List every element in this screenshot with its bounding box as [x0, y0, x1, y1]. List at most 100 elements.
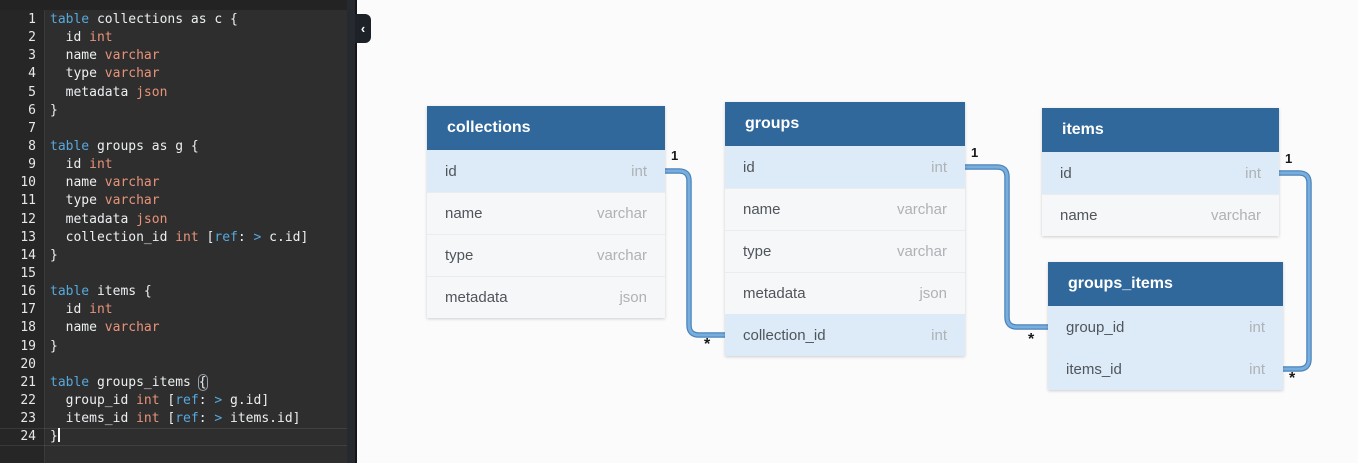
- line-number: 17: [20, 302, 36, 318]
- code-line-22[interactable]: 22 group_id int [ref: > g.id]: [0, 392, 347, 410]
- line-content: table items {: [45, 283, 152, 301]
- relationship-items.id-to-groups_items.items_id[interactable]: [1279, 171, 1311, 371]
- field-row-groups_items-group_id[interactable]: group_id int: [1048, 306, 1283, 348]
- code-token: metadata: [50, 84, 137, 100]
- code-line-4[interactable]: 4 type varchar: [0, 65, 347, 83]
- field-name: group_id: [1066, 318, 1125, 336]
- code-token: id: [50, 302, 90, 318]
- relationship-groups.id-to-groups_items.group_id[interactable]: [965, 165, 1048, 329]
- code-line-23[interactable]: 23 items_id int [ref: > items.id]: [0, 410, 347, 428]
- line-number: 9: [28, 157, 36, 173]
- code-line-12[interactable]: 12 metadata json: [0, 211, 347, 229]
- code-line-10[interactable]: 10 name varchar: [0, 174, 347, 192]
- code-token: >: [214, 411, 223, 427]
- code-line-5[interactable]: 5 metadata json: [0, 84, 347, 102]
- code-token: varchar: [104, 66, 160, 82]
- field-name: metadata: [743, 284, 806, 302]
- field-row-groups-metadata[interactable]: metadata json: [725, 272, 965, 314]
- field-name: id: [1060, 164, 1072, 182]
- code-line-14[interactable]: 14}: [0, 247, 347, 265]
- code-token: {: [198, 374, 207, 390]
- line-content: id int: [45, 156, 113, 174]
- table-header-collections[interactable]: collections: [427, 106, 665, 150]
- table-title: groups_items: [1068, 275, 1173, 292]
- table-header-items[interactable]: items: [1042, 108, 1279, 152]
- table-header-groups[interactable]: groups: [725, 102, 965, 146]
- code-line-6[interactable]: 6}: [0, 102, 347, 120]
- line-number: 15: [20, 265, 36, 281]
- code-token: varchar: [104, 175, 160, 191]
- table-header-groups_items[interactable]: groups_items: [1048, 262, 1283, 306]
- code-line-11[interactable]: 11 type varchar: [0, 192, 347, 210]
- line-number: 4: [28, 66, 36, 82]
- code-token: collection_id: [50, 229, 176, 245]
- field-row-groups-name[interactable]: name varchar: [725, 188, 965, 230]
- code-line-17[interactable]: 17 id int: [0, 301, 347, 319]
- code-token: collections as c {: [89, 12, 238, 27]
- field-name: name: [743, 200, 781, 218]
- code-token: table: [50, 138, 90, 154]
- code-line-19[interactable]: 19}: [0, 338, 347, 356]
- code-line-20[interactable]: 20: [0, 356, 347, 374]
- code-line-7[interactable]: 7: [0, 120, 347, 138]
- code-line-18[interactable]: 18 name varchar: [0, 319, 347, 337]
- panel-divider[interactable]: [347, 0, 357, 463]
- field-type: varchar: [1210, 206, 1261, 224]
- line-content: id int: [45, 301, 113, 319]
- field-type: json: [919, 284, 947, 302]
- field-type: int: [1249, 318, 1265, 336]
- code-token: }: [50, 429, 58, 445]
- code-token: items {: [89, 284, 152, 300]
- line-number: 2: [28, 30, 36, 46]
- code-token: }: [50, 247, 58, 263]
- code-line-13[interactable]: 13 collection_id int [ref: > c.id]: [0, 229, 347, 247]
- code-token: id: [50, 30, 90, 46]
- code-token: json: [136, 84, 168, 100]
- relationship-collections.id-to-groups.collection_id[interactable]: [665, 169, 725, 337]
- cardinality-one-label: 1: [971, 145, 979, 160]
- code-line-9[interactable]: 9 id int: [0, 156, 347, 174]
- cardinality-many-label: *: [1289, 370, 1296, 387]
- code-line-2[interactable]: 2 id int: [0, 29, 347, 47]
- line-content: metadata json: [45, 84, 168, 102]
- code-token: id: [50, 157, 90, 173]
- line-number: 20: [20, 356, 36, 372]
- code-token: >: [253, 229, 262, 245]
- code-token: items.id]: [222, 411, 301, 427]
- relationship-collections.id-to-groups.collection_id[interactable]: [665, 168, 725, 338]
- editor-gutter: [0, 0, 45, 463]
- field-type: varchar: [896, 200, 947, 218]
- relationship-items.id-to-groups_items.items_id[interactable]: [1279, 170, 1312, 372]
- field-name: id: [445, 162, 457, 180]
- line-number: 14: [20, 247, 36, 263]
- line-content: }: [45, 247, 58, 265]
- cardinality-one-label: 1: [1285, 151, 1293, 166]
- code-token: int: [89, 30, 113, 46]
- code-line-15[interactable]: 15: [0, 265, 347, 283]
- code-token: varchar: [104, 48, 160, 64]
- line-number: 22: [20, 392, 36, 408]
- code-line-24[interactable]: 24}: [0, 428, 347, 446]
- code-line-3[interactable]: 3 name varchar: [0, 47, 347, 65]
- collapse-panel-button[interactable]: ‹: [355, 14, 371, 43]
